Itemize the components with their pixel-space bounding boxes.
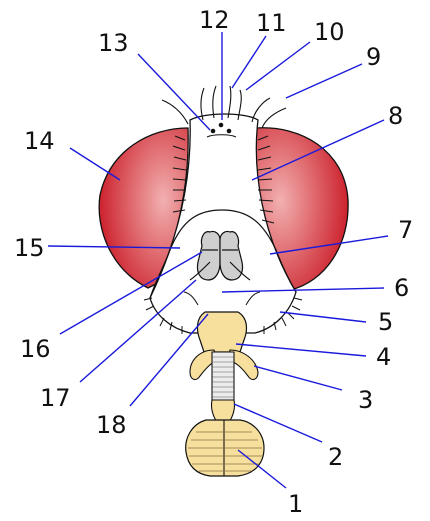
label-9: 9 bbox=[366, 43, 381, 71]
leader-line-15 bbox=[47, 245, 181, 249]
leader-line-11 bbox=[231, 35, 267, 89]
label-8: 8 bbox=[388, 102, 403, 130]
frontal-bristles bbox=[172, 135, 275, 224]
label-11: 11 bbox=[256, 9, 287, 37]
left-antenna bbox=[196, 230, 221, 281]
ocellar-triangle bbox=[206, 134, 237, 138]
labella-pseudotracheae bbox=[188, 431, 262, 472]
vertical-bristles bbox=[161, 85, 287, 129]
number-labels: 1 2 3 4 5 6 7 8 9 10 11 12 13 14 15 16 1… bbox=[14, 6, 413, 518]
leader-line-10 bbox=[245, 41, 311, 91]
leader-line-4 bbox=[235, 343, 367, 357]
haustellum-bands bbox=[212, 356, 234, 398]
leader-line-5 bbox=[279, 311, 367, 323]
leader-line-16 bbox=[59, 251, 203, 335]
right-antenna bbox=[219, 230, 244, 281]
leader-line-17 bbox=[79, 279, 197, 383]
label-4: 4 bbox=[376, 343, 391, 371]
label-18: 18 bbox=[96, 411, 127, 439]
leader-line-3 bbox=[253, 365, 343, 391]
label-17: 17 bbox=[40, 384, 71, 412]
label-5: 5 bbox=[378, 308, 393, 336]
lower-bristles bbox=[143, 291, 303, 334]
leader-lines bbox=[47, 32, 389, 489]
leader-line-1 bbox=[237, 449, 287, 489]
leader-line-7 bbox=[269, 235, 389, 255]
right-arista bbox=[229, 261, 251, 281]
left-arista bbox=[189, 261, 211, 281]
leader-line-2 bbox=[233, 403, 323, 443]
antennae bbox=[189, 230, 251, 281]
leader-line-13 bbox=[137, 53, 211, 131]
facial-groove-left bbox=[149, 249, 171, 299]
leader-line-6 bbox=[221, 287, 385, 293]
label-10: 10 bbox=[314, 18, 345, 46]
ocellus-right bbox=[226, 128, 232, 134]
haustellum bbox=[211, 351, 235, 401]
head-capsule bbox=[149, 113, 297, 334]
facial-groove bbox=[169, 209, 297, 293]
label-14: 14 bbox=[24, 127, 55, 155]
label-15: 15 bbox=[14, 234, 45, 262]
ocellus-middle bbox=[218, 122, 224, 128]
leader-line-14 bbox=[69, 147, 121, 181]
label-6: 6 bbox=[394, 274, 409, 302]
label-1: 1 bbox=[288, 490, 303, 518]
leader-line-18 bbox=[129, 313, 209, 407]
label-13: 13 bbox=[98, 29, 129, 57]
leader-line-9 bbox=[285, 63, 363, 99]
label-12: 12 bbox=[199, 6, 230, 34]
right-maxillary-palp bbox=[227, 349, 259, 381]
leader-line-8 bbox=[251, 119, 385, 181]
label-16: 16 bbox=[20, 335, 51, 363]
label-7: 7 bbox=[398, 216, 413, 244]
ocellus-left bbox=[210, 128, 216, 134]
label-2: 2 bbox=[328, 443, 343, 471]
label-3: 3 bbox=[358, 386, 373, 414]
left-maxillary-palp bbox=[189, 349, 219, 381]
